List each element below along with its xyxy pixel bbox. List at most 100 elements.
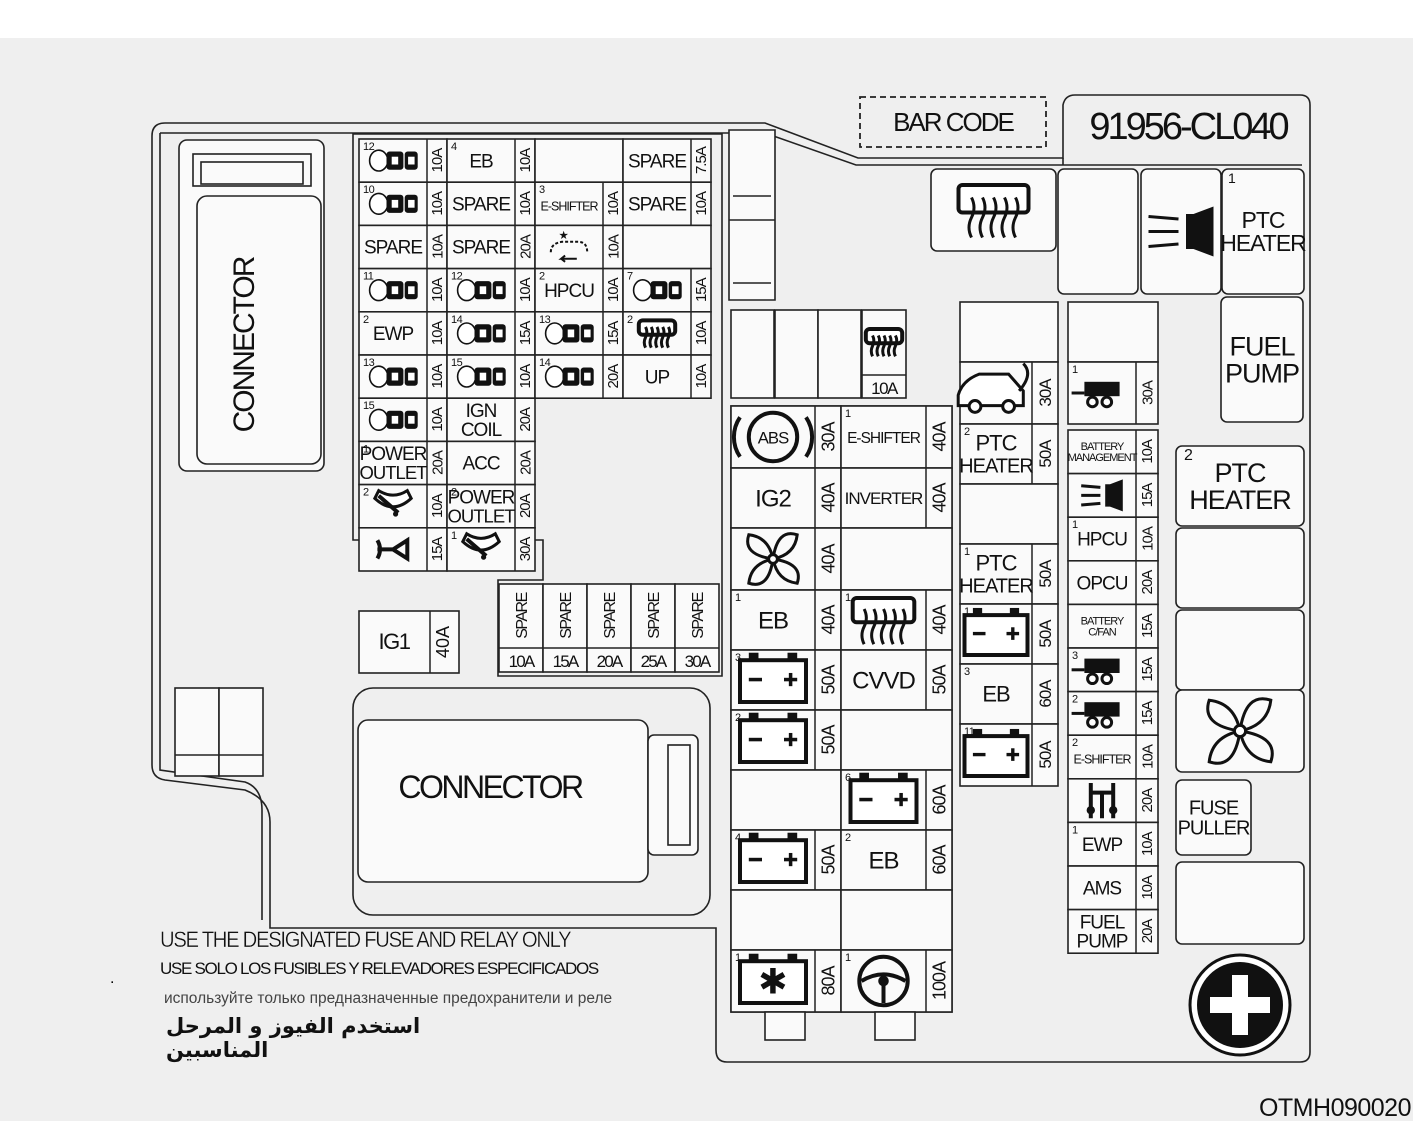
fuse-cell (534, 138, 624, 184)
fuse-cell (959, 483, 1059, 545)
fuse-number: 2 (363, 487, 369, 499)
fuse-amp: 15A (1139, 483, 1156, 508)
fuse-amp: 20A (1139, 919, 1156, 944)
battery-icon (738, 652, 808, 705)
fuse-number: 1 (735, 592, 741, 604)
fuse-number: 10 (363, 184, 375, 196)
fuse-name: PTC (1242, 207, 1285, 233)
relay-slot (1175, 609, 1305, 691)
battery-icon (738, 832, 808, 885)
middle-fuse-panel: 10A30AABS40AIG240A40A1EB50A350A250A480A1… (728, 129, 953, 1041)
fuse-name: E-SHIFTER (1074, 753, 1132, 767)
fuse-amp: 15A (1139, 613, 1156, 638)
fuse-amp: 20A (1139, 788, 1156, 813)
fuse-amp: 10A (517, 277, 534, 302)
relay-slot (1175, 527, 1305, 609)
fuse-number: 2 (627, 314, 633, 326)
note-arabic: استخدم الفيوز و المرحل المناسبين (166, 1014, 421, 1062)
fuse-number: 12 (363, 141, 375, 153)
battery-icon (848, 772, 919, 825)
steering-icon (857, 954, 910, 1008)
fuse-cell (840, 527, 953, 591)
fuse-amp: 15A (1139, 701, 1156, 726)
fuse-number: 1 (845, 592, 851, 604)
car-tailgate-icon (956, 362, 1030, 414)
spare-label: SPARE (690, 592, 707, 638)
relay-slot (1140, 168, 1222, 295)
fuse-amp: 10A (517, 364, 534, 389)
fuse-amp: 40A (818, 543, 838, 573)
fuse-name: BATTERY (1081, 441, 1125, 453)
battery-icon (962, 607, 1030, 657)
fuse-amp: 15A (693, 277, 710, 302)
fuse-cell: 10A 15 (446, 354, 536, 400)
barcode-box (859, 96, 1047, 148)
stray-dot: . (110, 970, 115, 987)
fuse-name: OUTLET (448, 505, 516, 526)
trailer-icon (1071, 658, 1120, 686)
fuse-amp: 50A (1036, 619, 1055, 648)
fuse-amp: 50A (818, 724, 838, 754)
fuse-number: 1 (1072, 519, 1078, 531)
fuse-amp: 7.5A (693, 146, 710, 174)
battery-icon (738, 712, 808, 765)
fuse-cell (622, 224, 712, 270)
fuse-name: HEATER (959, 576, 1033, 598)
fuse-cell (840, 709, 953, 771)
fuse-amp: 50A (1036, 559, 1055, 588)
fuse-amp: 10A (517, 148, 534, 173)
fuse-number: 1 (735, 952, 741, 964)
fuse-number: 2 (451, 487, 457, 499)
fuse-cell (1067, 301, 1159, 363)
fuse-number: 1 (1072, 824, 1078, 836)
wiper-icon (460, 531, 502, 560)
fan-icon (1206, 697, 1274, 765)
terminal-tab (874, 1011, 916, 1041)
fuse-number: 1 (451, 530, 457, 542)
fuse-number: 7 (627, 271, 633, 283)
fuse-name: BATTERY (1081, 616, 1125, 628)
fuse-name: IG2 (755, 485, 791, 512)
engine-icon (368, 365, 418, 388)
spare-fuse: SPARE 30A (674, 583, 720, 673)
fuse-amp: 50A (929, 664, 949, 694)
fuse-name: HEATER (959, 456, 1033, 478)
fuse-number: 15 (451, 357, 463, 369)
fuse-amp: 40A (818, 604, 838, 634)
fuse-name: OUTLET (360, 462, 428, 483)
trailer-icon (1071, 702, 1120, 729)
spare-amp: 15A (553, 652, 580, 671)
fuse-cell: 15A (358, 526, 448, 572)
trailer-icon (1071, 381, 1120, 409)
fuse-amp: 30A (1139, 380, 1156, 405)
fuse-amp: 100A (929, 961, 949, 1000)
fuse-name: PULLER (1178, 818, 1250, 840)
fuse-number: 1 (964, 546, 970, 558)
fuse-number: 1 (845, 408, 851, 420)
fuse-cell: 40A IG2 (730, 467, 842, 529)
fuse-amp: 40A (818, 482, 838, 512)
fuse-cell (840, 889, 953, 951)
spare-amp: 30A (685, 652, 712, 671)
spare-amp: 25A (641, 652, 668, 671)
engine-icon (456, 279, 506, 302)
fuse-amp: 20A (1139, 570, 1156, 595)
note-english: USE THE DESIGNATED FUSE AND RELAY ONLY (160, 927, 572, 952)
spare-label: SPARE (646, 592, 663, 638)
